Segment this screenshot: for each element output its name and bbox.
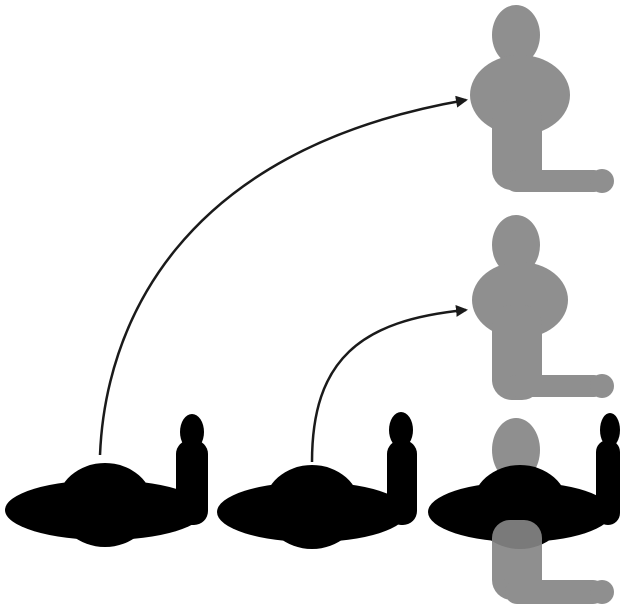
arrow-short — [312, 310, 466, 462]
gray-figure-top — [470, 5, 614, 193]
gray-overlay-bottom — [492, 520, 542, 580]
gray-figure-middle — [472, 215, 614, 400]
black-hand-3 — [600, 413, 620, 447]
arrow-long — [100, 100, 466, 455]
black-arm-3 — [596, 440, 620, 525]
black-hand-2 — [389, 412, 413, 448]
black-arm-1 — [176, 440, 208, 525]
gray-hand-middle — [590, 374, 614, 398]
gray-hand-top — [590, 169, 614, 193]
black-figure-1 — [5, 414, 208, 547]
black-head-1 — [57, 463, 153, 547]
black-head-2 — [264, 465, 360, 549]
black-arm-2 — [387, 440, 417, 525]
black-figure-2 — [217, 412, 417, 549]
black-hand-1 — [180, 414, 204, 450]
gray-overlay-body — [492, 520, 542, 580]
gray-hand-bottom — [590, 580, 614, 604]
